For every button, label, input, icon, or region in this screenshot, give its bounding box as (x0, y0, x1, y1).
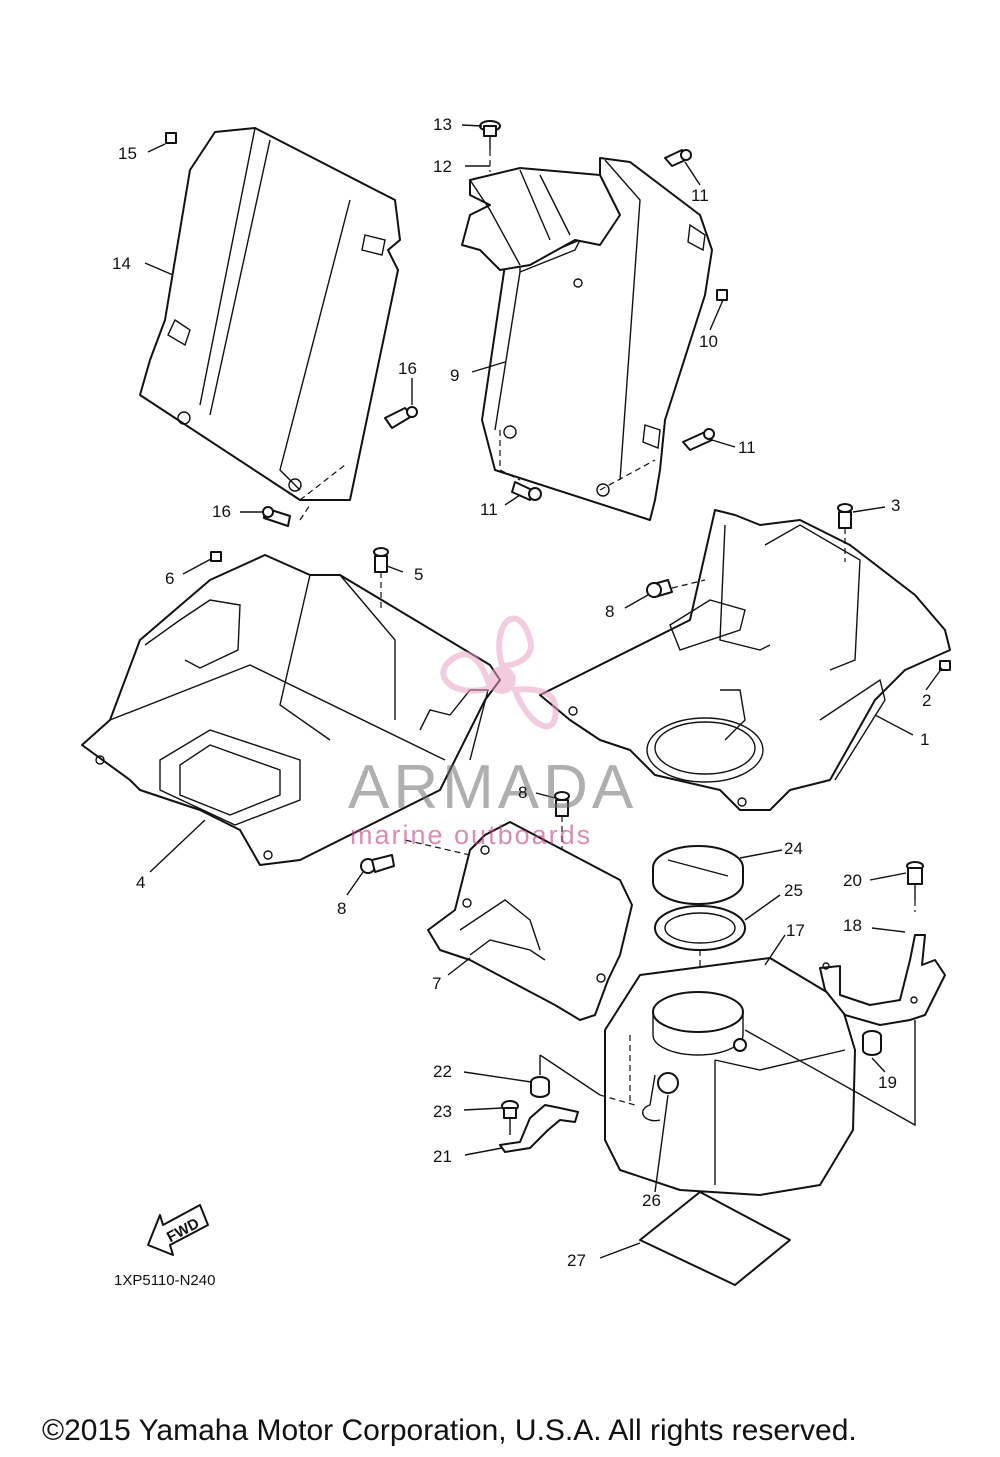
part-14-side-panel (139, 127, 401, 501)
callout-24: 24 (784, 839, 803, 858)
assembly-lines (404, 430, 916, 1127)
callout-8-lower: 8 (337, 899, 347, 918)
part-7-front-panel (427, 821, 633, 1021)
callout-18: 18 (843, 916, 862, 935)
callout-22: 22 (433, 1062, 452, 1081)
watermark-subtitle: marine outboards (350, 820, 593, 850)
part-6-clip (210, 551, 222, 562)
callout-13: 13 (433, 115, 452, 134)
watermark-title: ARMADA (348, 753, 638, 822)
fwd-arrow-icon (147, 1204, 209, 1256)
callout-11-bottom: 11 (480, 500, 498, 519)
callout-12: 12 (433, 157, 452, 176)
callout-14: 14 (112, 254, 131, 273)
part-27-pad (639, 1191, 791, 1286)
callout-15: 15 (118, 144, 137, 163)
part-5-rivet (373, 547, 389, 608)
copyright-notice: ©2015 Yamaha Motor Corporation, U.S.A. A… (42, 1414, 857, 1447)
part-12-duct (461, 167, 621, 271)
part-2-clip (939, 660, 951, 671)
callout-6: 6 (165, 569, 175, 588)
callout-8-upper: 8 (605, 602, 615, 621)
callout-11-right: 11 (738, 438, 756, 457)
part-10-nut (716, 289, 728, 301)
callout-9: 9 (450, 366, 460, 385)
part-20-bolt (906, 861, 924, 912)
callout-11-top: 11 (691, 186, 709, 205)
callout-26: 26 (642, 1191, 661, 1210)
part-3-rivet (837, 503, 853, 562)
callout-25: 25 (784, 881, 803, 900)
part-26-grommet (641, 1072, 679, 1122)
diagram-code: 1XP5110-N240 (114, 1272, 216, 1289)
callout-1: 1 (920, 730, 930, 749)
watermark-logo-icon (440, 615, 559, 730)
callout-4: 4 (136, 873, 146, 892)
part-19-rubber (862, 1030, 882, 1056)
part-15-clip (165, 132, 177, 144)
callout-16-upper: 16 (398, 359, 417, 378)
part-1-floor-tray (539, 509, 951, 811)
callout-20: 20 (843, 871, 862, 890)
part-24-tank-cap (652, 845, 744, 905)
callout-23: 23 (433, 1102, 452, 1121)
part-18-bracket (819, 934, 946, 1026)
callout-21: 21 (433, 1147, 452, 1166)
callout-19: 19 (878, 1073, 897, 1092)
part-13-bolt (479, 120, 501, 172)
part-17-fuel-tank (604, 957, 856, 1196)
callout-5: 5 (414, 565, 424, 584)
callout-2: 2 (922, 691, 932, 710)
callout-27: 27 (567, 1251, 586, 1270)
callout-16-lower: 16 (212, 502, 231, 521)
part-23-bolt (501, 1100, 519, 1135)
callout-10: 10 (699, 332, 718, 351)
callout-8-middle: 8 (518, 783, 528, 802)
part-22-grommet (530, 1076, 550, 1098)
part-21-bracket (499, 1104, 579, 1153)
part-8-rivets (360, 579, 706, 874)
leader-lines (144, 124, 943, 1259)
callout-7: 7 (432, 974, 442, 993)
callout-17: 17 (786, 921, 805, 940)
callout-3: 3 (891, 496, 901, 515)
part-16-screws (262, 406, 418, 527)
part-25-seal (654, 905, 746, 951)
